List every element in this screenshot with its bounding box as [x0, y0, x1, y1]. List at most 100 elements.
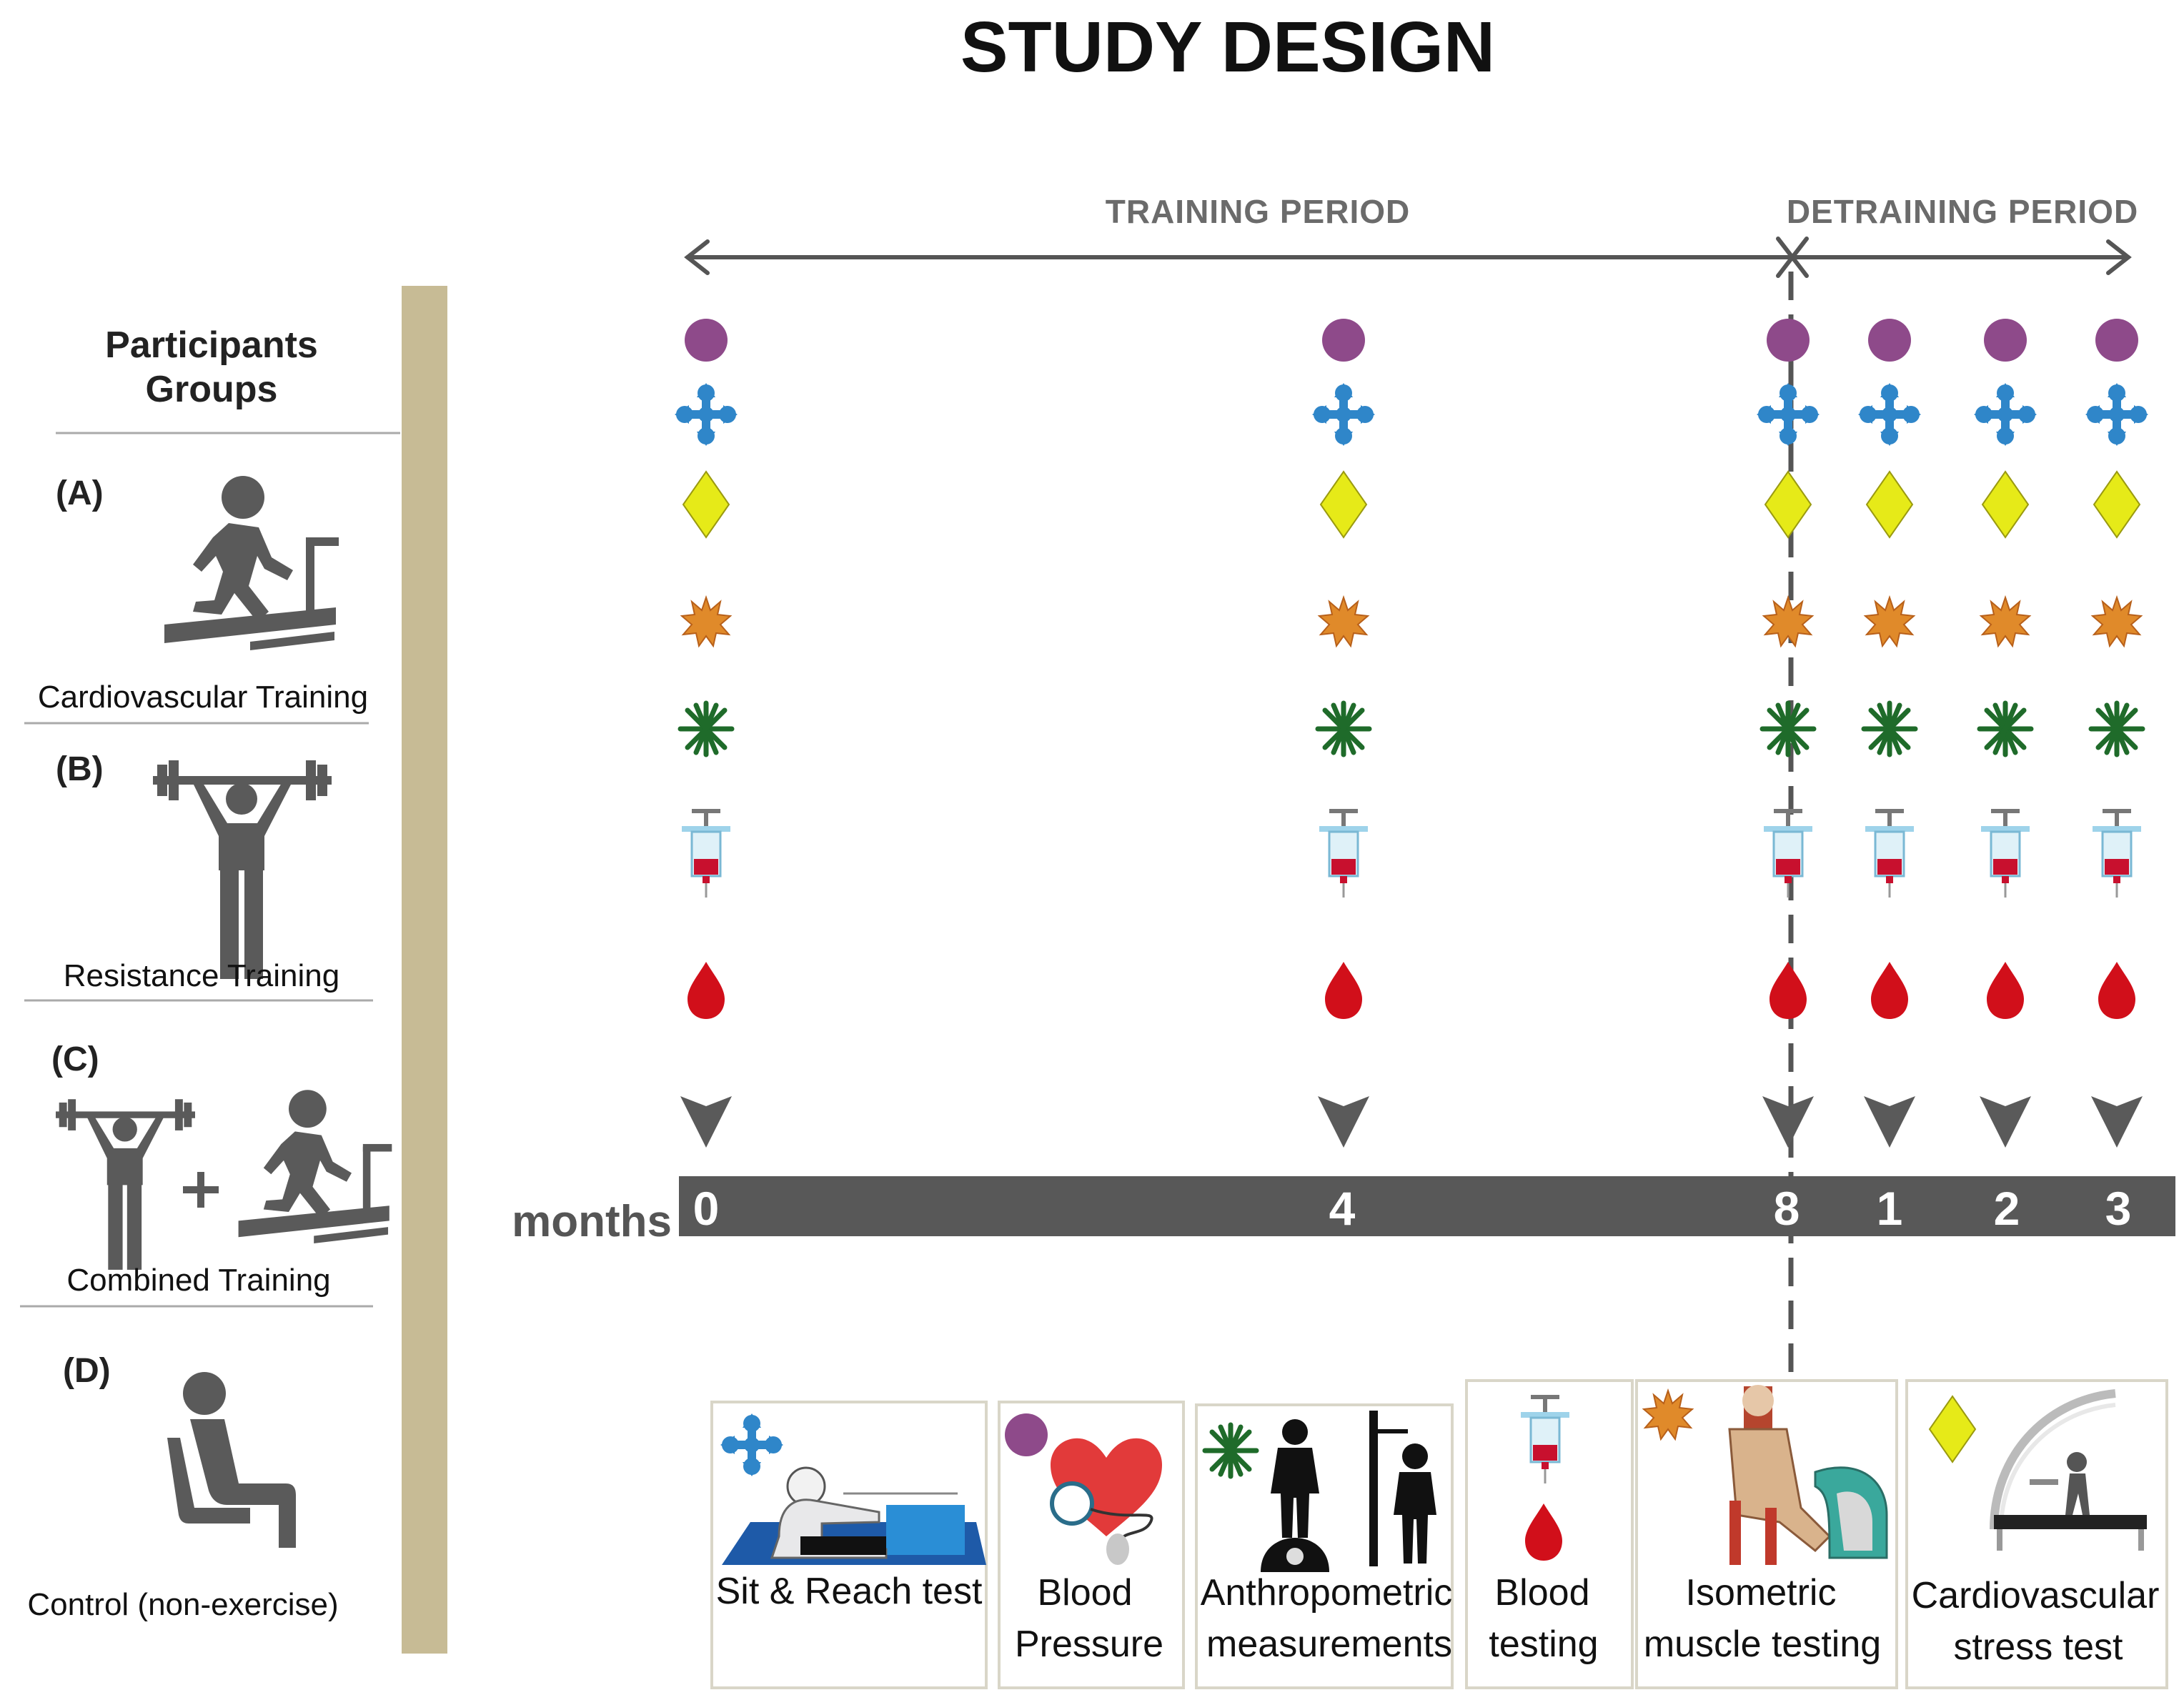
plus-icon — [183, 1172, 219, 1208]
card-label: Sit & Reach test — [716, 1571, 983, 1612]
blue-cross-icon — [1312, 383, 1375, 446]
tick-label: 0 — [693, 1182, 720, 1235]
page-title: STUDY DESIGN — [961, 7, 1495, 87]
green-star-icon — [1864, 703, 1915, 755]
group-c-label: Combined Training — [66, 1263, 330, 1298]
syringe-icon — [1864, 807, 1915, 899]
weightlifter-plus-treadmill-icon — [56, 1090, 392, 1270]
syringe-icon — [1980, 807, 2031, 899]
yellow-diamond-icon — [1982, 471, 2029, 538]
yellow-diamond-icon — [1764, 471, 1812, 538]
treadmill-machine-illustration — [1990, 1389, 2147, 1551]
blue-cross-icon — [1757, 383, 1820, 446]
timeline-bar — [679, 1176, 2175, 1236]
heart-gauge-illustration — [1050, 1438, 1162, 1565]
group-b-label: Resistance Training — [64, 958, 339, 993]
green-star-icon — [1318, 703, 1369, 755]
tick-label: 8 — [1774, 1182, 1800, 1235]
tick-label: 1 — [1877, 1182, 1903, 1235]
card-label: Anthropometric — [1201, 1572, 1453, 1614]
syringe-icon — [1762, 807, 1814, 899]
card-label: Cardiovascular — [1912, 1575, 2160, 1616]
yellow-diamond-icon — [2093, 471, 2140, 538]
group-d-label: Control (non-exercise) — [27, 1587, 338, 1622]
green-star-icon — [2091, 703, 2143, 755]
timepoint-arrow-icon — [1762, 1096, 1814, 1148]
seated-person-icon — [167, 1372, 296, 1548]
card-label: Pressure — [1015, 1624, 1163, 1665]
blood-drop-icon — [1987, 962, 2024, 1019]
participants-heading-line1: Participants — [105, 324, 318, 366]
orange-burst-icon — [1980, 597, 2030, 647]
blue-cross-icon — [2085, 383, 2148, 446]
participants-heading-line2: Groups — [146, 369, 278, 410]
card-anthropometric: Anthropometric measurements — [1195, 1403, 1454, 1689]
syringe-icon — [680, 807, 732, 899]
purple-circle-icon — [1322, 319, 1365, 362]
card-sit-and-reach: Sit & Reach test — [710, 1401, 988, 1689]
yellow-diamond-icon — [682, 471, 730, 538]
blood-drop-icon — [1325, 962, 1362, 1019]
dynamometer-illustration — [1728, 1385, 1888, 1565]
orange-burst-icon — [1319, 597, 1369, 647]
blood-drop-icon — [2098, 962, 2135, 1019]
green-star-icon — [1980, 703, 2031, 755]
yellow-diamond-icon — [1320, 471, 1367, 538]
group-c-letter: (C) — [51, 1040, 99, 1078]
group-b-letter: (B) — [56, 750, 104, 788]
sidebar-bar — [402, 286, 447, 1654]
blood-drop-icon — [1769, 962, 1807, 1019]
group-a-label: Cardiovascular Training — [38, 680, 368, 715]
blue-cross-icon — [1974, 383, 2037, 446]
group-a-letter: (A) — [56, 474, 104, 512]
timepoint-arrow-icon — [680, 1096, 732, 1148]
blue-cross-icon — [1858, 383, 1921, 446]
card-label: muscle testing — [1644, 1624, 1881, 1665]
blood-drop-icon — [1871, 962, 1908, 1019]
purple-circle-icon — [2095, 319, 2138, 362]
card-label: stress test — [1954, 1626, 2123, 1668]
treadmill-runner-icon — [164, 476, 339, 650]
tick-label: 2 — [1994, 1182, 2020, 1235]
purple-circle-icon — [685, 319, 728, 362]
card-label: Isometric — [1686, 1572, 1837, 1614]
card-label: testing — [1489, 1624, 1598, 1665]
syringe-icon — [1318, 807, 1369, 899]
timeline-ticks: 0 4 8 1 2 3 — [693, 1182, 2132, 1235]
card-label: Blood — [1038, 1572, 1133, 1614]
purple-circle-icon — [1767, 319, 1810, 362]
timepoint-arrow-icon — [1864, 1096, 1915, 1148]
measurement-cards: Sit & Reach test Blood Pressure — [710, 1379, 2168, 1689]
orange-burst-icon — [1865, 597, 1915, 647]
green-star-icon — [1762, 703, 1814, 755]
card-label: Blood — [1495, 1572, 1590, 1614]
blood-drop-icon — [688, 962, 725, 1019]
detraining-period-label: DETRAINING PERIOD — [1787, 193, 2138, 230]
scale-and-height-illustration — [1261, 1411, 1436, 1572]
card-isometric-muscle: Isometric muscle testing — [1635, 1379, 1898, 1689]
yellow-diamond-icon — [1866, 471, 1913, 538]
green-star-icon — [1205, 1425, 1256, 1476]
period-arrow — [684, 237, 2132, 278]
sit-and-reach-illustration — [722, 1466, 986, 1565]
card-label: measurements — [1206, 1624, 1452, 1665]
measurement-symbol-grid — [675, 319, 2148, 1148]
green-star-icon — [680, 703, 732, 755]
training-period-label: TRAINING PERIOD — [1106, 193, 1410, 230]
blue-cross-icon — [675, 383, 738, 446]
tick-label: 3 — [2105, 1182, 2132, 1235]
orange-burst-icon — [2092, 597, 2142, 647]
syringe-icon — [2091, 807, 2143, 899]
card-cardiovascular-stress: Cardiovascular stress test — [1905, 1379, 2168, 1689]
timepoint-arrow-icon — [1980, 1096, 2031, 1148]
weightlifter-icon — [153, 760, 332, 979]
tick-label: 4 — [1329, 1182, 1356, 1235]
purple-circle-icon — [1005, 1413, 1048, 1456]
orange-burst-icon — [681, 597, 731, 647]
card-blood-testing: Blood testing — [1465, 1379, 1634, 1689]
timepoint-arrow-icon — [1318, 1096, 1369, 1148]
purple-circle-icon — [1984, 319, 2027, 362]
group-d-letter: (D) — [63, 1352, 111, 1390]
timepoint-arrow-icon — [2091, 1096, 2143, 1148]
